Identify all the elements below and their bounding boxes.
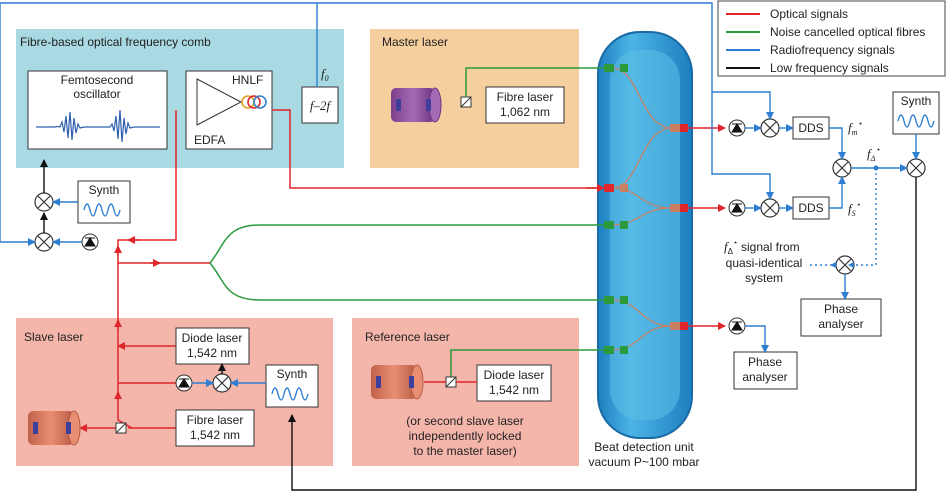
comb-title: Fibre-based optical frequency comb	[20, 35, 211, 49]
fs-label: fS⋆	[848, 200, 861, 218]
fdelta-signal-label: fΔ⋆signal from	[724, 238, 800, 256]
beat-label-1: Beat detection unit	[594, 440, 694, 454]
ref-note-2: independently locked	[409, 429, 522, 443]
phase-1b-label: analyser	[818, 317, 863, 331]
phase-2b-label: analyser	[742, 370, 787, 384]
master-title: Master laser	[382, 35, 448, 49]
slave-fibre-nm: 1,542 nm	[190, 428, 240, 442]
f0-label: f0	[321, 66, 329, 83]
right-sine-icon	[897, 114, 935, 128]
mixers	[34, 118, 926, 393]
slave-fibre-box	[175, 409, 255, 447]
fm-label: fm⋆	[848, 119, 862, 137]
fdelta-label: fΔ⋆	[867, 145, 880, 163]
sine-icon	[271, 387, 309, 401]
femtosecond-oscillator-box	[27, 70, 168, 150]
slave-title: Slave laser	[24, 330, 83, 344]
rf-to-mixer-2	[711, 92, 774, 200]
f0-line	[0, 2, 318, 246]
phase-1-label: Phase	[824, 302, 858, 316]
slave-diode-box	[175, 327, 250, 365]
slave-fibre-label: Fibre laser	[187, 413, 244, 427]
fibre-coil-icon	[241, 95, 267, 109]
slave-laser-cylinder	[28, 410, 81, 446]
comb-output-red	[272, 109, 605, 192]
ref-note-1: (or second slave laser	[406, 414, 523, 428]
phase-analyser-1	[800, 298, 882, 337]
slave-diode-label: Diode laser	[182, 331, 243, 345]
ref-diode-nm: 1,542 nm	[489, 383, 539, 397]
slave-synth-label: Synth	[277, 367, 308, 381]
dds-label-2: DDS	[798, 201, 823, 215]
master-fibre-nm: 1,062 nm	[500, 105, 550, 119]
hnlf-label: HNLF	[232, 73, 263, 87]
ref-diode-label: Diode laser	[484, 368, 545, 382]
dds-label-1: DDS	[798, 121, 823, 135]
ref-diode-box	[476, 364, 552, 402]
master-fibre-label: Fibre laser	[497, 90, 554, 104]
left-sine-icon	[83, 203, 121, 217]
left-synth-label: Synth	[89, 183, 120, 197]
photodetectors	[81, 119, 746, 392]
oscillator-label-2: oscillator	[73, 87, 120, 101]
signal-from-2: quasi-identical	[726, 256, 803, 270]
green-fibres	[209, 67, 604, 381]
beat-label-2: vacuum P~100 mbar	[588, 455, 699, 469]
master-fibre-laser-box	[485, 86, 565, 124]
f2f-label: f–2f	[310, 98, 333, 113]
oscillator-label-1: Femtosecond	[61, 73, 134, 87]
lf-feedback	[288, 177, 917, 491]
ref-note-3: to the master laser)	[413, 444, 516, 458]
slave-trunk	[117, 263, 133, 429]
phase-analyser-2	[733, 351, 798, 390]
phase-2-label: Phase	[748, 355, 782, 369]
master-laser-cylinder	[391, 87, 442, 123]
f2f-box	[301, 86, 339, 124]
legend-label: Low frequency signals	[770, 61, 889, 75]
pulse-train-icon	[36, 109, 160, 143]
legend-label: Radiofrequency signals	[770, 43, 895, 57]
amplifier-icon	[196, 78, 243, 126]
comb-to-beat-red-vert	[117, 110, 210, 264]
slave-diode-nm: 1,542 nm	[187, 346, 237, 360]
legend-label: Optical signals	[770, 7, 848, 21]
reference-title: Reference laser	[365, 330, 450, 344]
right-synth-label: Synth	[901, 94, 932, 108]
legend-label: Noise cancelled optical fibres	[770, 25, 925, 39]
rf-to-mixer-1	[712, 91, 774, 120]
ref-laser-cylinder	[371, 364, 424, 400]
signal-from-3: system	[745, 271, 783, 285]
edfa-label: EDFA	[194, 133, 225, 147]
internal-fibres	[611, 67, 673, 351]
connectors	[604, 64, 688, 354]
